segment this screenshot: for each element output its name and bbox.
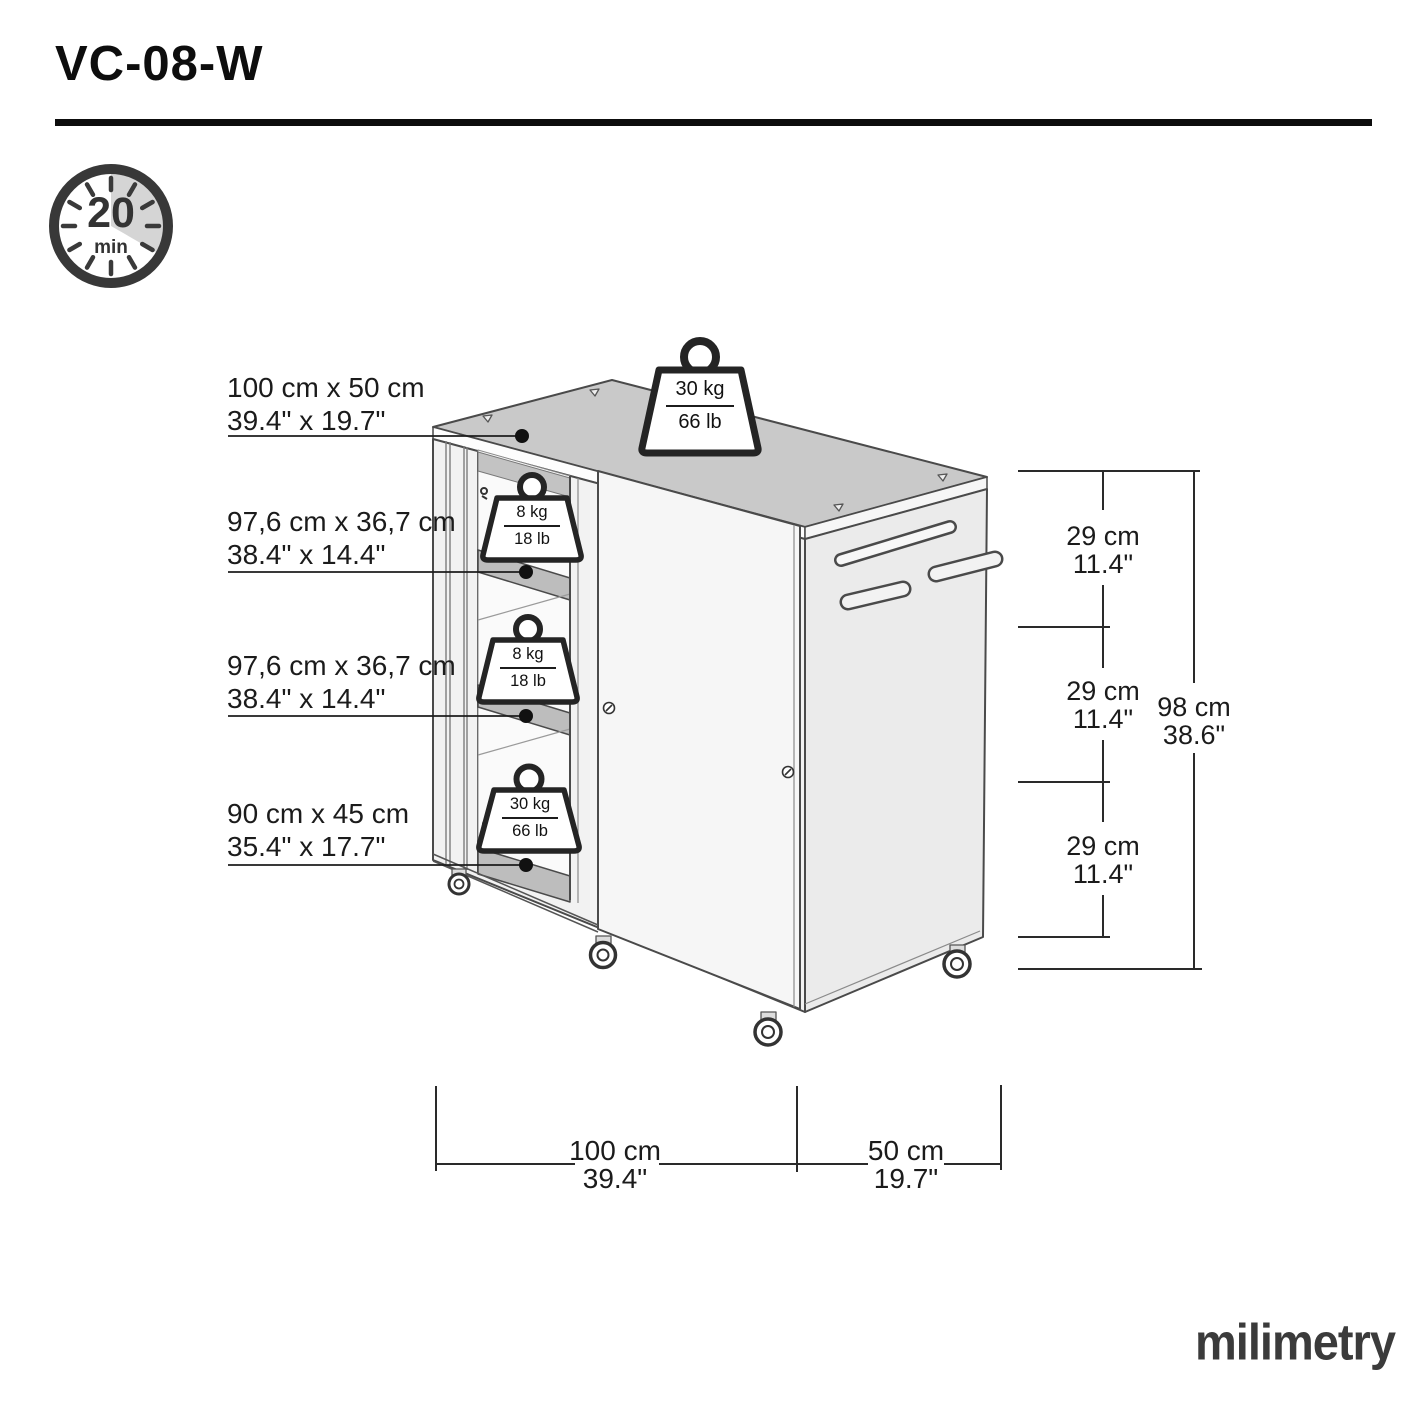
cabinet-drawing bbox=[432, 379, 1004, 1047]
side-hanger-rod bbox=[839, 550, 1004, 611]
weight-icons bbox=[476, 337, 762, 854]
assembly-time-unit: min bbox=[94, 237, 128, 258]
weight-bottom-label: 30 kg 66 lb bbox=[483, 795, 577, 841]
weight-icon-bottom bbox=[476, 763, 582, 854]
dim-metric: 29 cm bbox=[1066, 831, 1140, 861]
sliding-door bbox=[597, 470, 801, 1010]
assembly-time-value: 20 bbox=[87, 189, 135, 237]
dim-total-height: 98 cm 38.6" bbox=[1114, 692, 1274, 750]
dim-imperial: 11.4" bbox=[1072, 703, 1134, 734]
dim-imperial: 19.7" bbox=[873, 1163, 939, 1194]
weight-top-label: 30 kg 66 lb bbox=[644, 378, 756, 434]
side-handle-slot bbox=[834, 520, 957, 567]
caster-wheel bbox=[753, 1011, 783, 1047]
door-lock-cylinder bbox=[602, 701, 795, 779]
caster-wheel bbox=[588, 935, 618, 970]
top-screw-marks bbox=[482, 388, 948, 512]
weight-shelf-2-lb: 18 lb bbox=[510, 672, 546, 690]
assembly-time-clock-icon bbox=[49, 164, 173, 288]
dim-right-segment-3: 29 cm 11.4" bbox=[1023, 831, 1183, 889]
page-title: VC-08-W bbox=[55, 37, 264, 91]
label-bottom-shelf: 90 cm x 45 cm 35.4" x 17.7" bbox=[227, 797, 409, 863]
weight-shelf-2-kg: 8 kg bbox=[512, 645, 544, 663]
cabinet-side-face bbox=[804, 488, 988, 1013]
dim-metric: 29 cm bbox=[1066, 521, 1140, 551]
weight-bottom-kg: 30 kg bbox=[509, 795, 551, 813]
weight-top-kg: 30 kg bbox=[675, 378, 725, 400]
weight-shelf-1-label: 8 kg 18 lb bbox=[486, 503, 578, 549]
weight-icon-shelf-2 bbox=[476, 614, 580, 705]
caster-wheel bbox=[942, 944, 972, 979]
dim-metric: 98 cm bbox=[1157, 692, 1231, 722]
dim-imperial: 11.4" bbox=[1072, 548, 1134, 579]
brand-logo: milimetry bbox=[1195, 1313, 1396, 1371]
dim-right-segment-1: 29 cm 11.4" bbox=[1023, 521, 1183, 579]
label-shelf-2: 97,6 cm x 36,7 cm 38.4" x 14.4" bbox=[227, 649, 456, 715]
dim-imperial: 39.4" bbox=[582, 1163, 648, 1194]
height-dimension-lines bbox=[1018, 470, 1202, 970]
weight-top-lb: 66 lb bbox=[678, 411, 722, 433]
label-shelf-1-metric: 97,6 cm x 36,7 cm bbox=[227, 506, 456, 537]
label-shelf-1: 97,6 cm x 36,7 cm 38.4" x 14.4" bbox=[227, 505, 456, 571]
weight-divider bbox=[500, 667, 556, 669]
label-top-surface-imperial: 39.4" x 19.7" bbox=[227, 405, 386, 436]
leader-dots bbox=[515, 429, 533, 872]
weight-shelf-2-label: 8 kg 18 lb bbox=[482, 645, 574, 691]
label-bottom-shelf-imperial: 35.4" x 17.7" bbox=[227, 831, 386, 862]
dim-imperial: 38.6" bbox=[1162, 719, 1226, 750]
open-frame-stile bbox=[445, 441, 468, 870]
leader-lines bbox=[228, 435, 526, 866]
weight-divider bbox=[502, 817, 558, 819]
width-dimension-lines bbox=[435, 1085, 1002, 1172]
dim-right-segment-2: 29 cm 11.4" bbox=[1023, 676, 1183, 734]
weight-shelf-1-kg: 8 kg bbox=[516, 503, 548, 521]
dim-imperial: 11.4" bbox=[1072, 858, 1134, 889]
label-shelf-2-imperial: 38.4" x 14.4" bbox=[227, 683, 386, 714]
weight-icon-shelf-1 bbox=[480, 472, 584, 563]
label-bottom-shelf-metric: 90 cm x 45 cm bbox=[227, 798, 410, 829]
dim-bottom-depth: 50 cm 19.7" bbox=[826, 1137, 986, 1193]
weight-bottom-lb: 66 lb bbox=[512, 822, 548, 840]
title-divider bbox=[55, 119, 1372, 126]
dim-metric: 29 cm bbox=[1066, 676, 1140, 706]
caster-wheel bbox=[447, 868, 471, 896]
weight-icon-top bbox=[638, 337, 762, 457]
label-top-surface: 100 cm x 50 cm 39.4" x 19.7" bbox=[227, 371, 425, 437]
dim-metric: 100 cm bbox=[569, 1135, 661, 1166]
label-top-surface-metric: 100 cm x 50 cm bbox=[227, 372, 425, 403]
caster-wheels bbox=[447, 868, 972, 1047]
dim-bottom-width: 100 cm 39.4" bbox=[535, 1137, 695, 1193]
label-shelf-1-imperial: 38.4" x 14.4" bbox=[227, 539, 386, 570]
weight-divider bbox=[666, 405, 734, 407]
weight-divider bbox=[504, 525, 560, 527]
weight-shelf-1-lb: 18 lb bbox=[514, 530, 550, 548]
label-shelf-2-metric: 97,6 cm x 36,7 cm bbox=[227, 650, 456, 681]
dim-metric: 50 cm bbox=[867, 1135, 945, 1166]
